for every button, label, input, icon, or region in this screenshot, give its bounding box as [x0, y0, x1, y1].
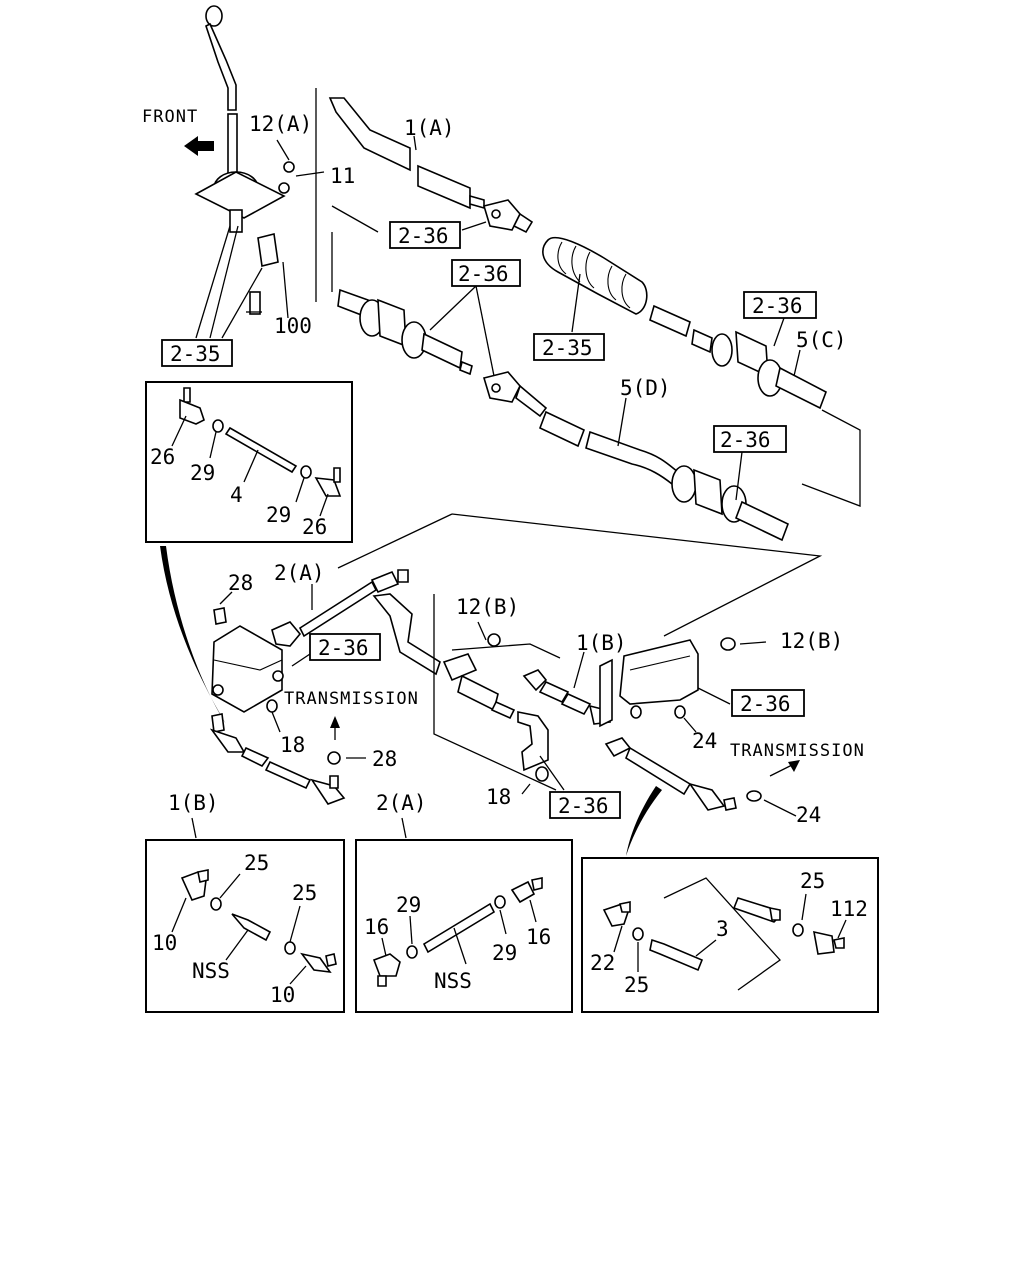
flange-joint-5c [691, 328, 827, 410]
callout-5c: 5(C) [796, 328, 847, 352]
inset-right-112: 112 [830, 897, 868, 921]
callout-2a-main: 2(A) [274, 561, 325, 585]
rod-lower-left [209, 713, 346, 805]
inset-1b-10a: 10 [152, 931, 177, 955]
transmission-label-left: TRANSMISSION [284, 689, 419, 709]
callout-24-right: 24 [796, 803, 821, 827]
right-inset-leader-arrow [626, 786, 662, 856]
callout-100: 100 [274, 314, 312, 338]
ref-box-2-35-boot[interactable] [533, 333, 605, 361]
callout-5d: 5(D) [620, 376, 671, 400]
ref-box-2-36-5c[interactable] [743, 291, 817, 319]
transmission-arrow-right-icon [769, 760, 800, 777]
inset-2a-header: 2(A) [376, 791, 427, 815]
inset-rod-3 [581, 857, 879, 1013]
inset-1b-25a: 25 [244, 851, 269, 875]
callout-18-left: 18 [280, 733, 305, 757]
inset-2a-nss: NSS [434, 969, 472, 993]
callout-1b-main: 1(B) [576, 631, 627, 655]
callout-18-center: 18 [486, 785, 511, 809]
front-label: FRONT [142, 107, 198, 127]
callout-24-bracket: 24 [692, 729, 717, 753]
ref-box-2-36-5d[interactable] [713, 425, 787, 453]
nut-28 [327, 751, 341, 765]
callout-12a: 12(A) [249, 112, 312, 136]
callout-11: 11 [330, 164, 355, 188]
ref-2-36-5c: 2-36 [752, 294, 803, 318]
rod-2a [271, 569, 409, 647]
center-shaft-assembly [372, 593, 549, 782]
inset-1b-parts [180, 869, 337, 974]
shift-lever [194, 5, 295, 315]
inset-rod-1b [145, 839, 345, 1013]
inset-2a-29b: 29 [492, 941, 517, 965]
transmission-arrow-up-icon [330, 716, 340, 740]
ref-box-2-36-lower[interactable] [549, 791, 621, 819]
inset-top-4: 4 [230, 483, 243, 507]
ref-box-2-36-middle[interactable] [451, 259, 521, 287]
transmission-label-right: TRANSMISSION [730, 741, 865, 761]
inset-1b-nss: NSS [192, 959, 230, 983]
ref-box-2-35-lever[interactable] [161, 339, 233, 367]
ref-2-35-lever: 2-35 [170, 342, 221, 366]
inset-2a-29a: 29 [396, 893, 421, 917]
inset-leader-arrow [160, 546, 226, 724]
inset-2a-parts [372, 877, 543, 987]
callout-28-top: 28 [228, 571, 253, 595]
inset-2a-16b: 16 [526, 925, 551, 949]
ref-2-36-lower: 2-36 [558, 794, 609, 818]
inset-rod-2a [355, 839, 573, 1013]
shaft-1a [328, 97, 534, 234]
coupling-sleeve [649, 304, 691, 338]
bellows-boot [542, 236, 648, 315]
ref-2-36-5d: 2-36 [720, 428, 771, 452]
inset-rod-4-parts [179, 387, 342, 497]
flange-joint-5d [671, 465, 790, 542]
inset-top-29a: 29 [190, 461, 215, 485]
callout-12b-right: 12(B) [780, 629, 843, 653]
inset-top-26a: 26 [150, 445, 175, 469]
callout-1a: 1(A) [404, 116, 455, 140]
lower-bracket [211, 607, 284, 713]
flange-joint-left [337, 288, 473, 376]
inset-right-parts [602, 877, 845, 991]
callout-12b-center: 12(B) [456, 595, 519, 619]
inset-top-29b: 29 [266, 503, 291, 527]
ref-box-2-36-lever[interactable] [309, 633, 381, 661]
inset-right-3: 3 [716, 917, 729, 941]
inset-top-26b: 26 [302, 515, 327, 539]
callout-28-bottom: 28 [372, 747, 397, 771]
inset-1b-25b: 25 [292, 881, 317, 905]
inset-right-25a: 25 [800, 869, 825, 893]
ref-2-36-lever: 2-36 [318, 636, 369, 660]
shaft-5d [482, 371, 680, 486]
inset-right-22: 22 [590, 951, 615, 975]
ref-2-35-boot: 2-35 [542, 336, 593, 360]
inset-right-25b: 25 [624, 973, 649, 997]
inset-2a-16a: 16 [364, 915, 389, 939]
ref-2-36-upper: 2-36 [398, 224, 449, 248]
right-bracket [599, 639, 699, 728]
nut-12b-right [720, 637, 736, 651]
inset-1b-header: 1(B) [168, 791, 219, 815]
nut-12b-center [487, 633, 501, 647]
ref-2-36-middle: 2-36 [458, 262, 509, 286]
ref-box-2-36-bracket[interactable] [731, 689, 805, 717]
rod-lower-right [604, 737, 762, 811]
inset-rod-4 [145, 381, 353, 543]
ref-2-36-bracket: 2-36 [740, 692, 791, 716]
ref-box-2-36-upper[interactable] [389, 221, 461, 249]
inset-1b-10b: 10 [270, 983, 295, 1007]
front-arrow-icon [184, 136, 214, 156]
